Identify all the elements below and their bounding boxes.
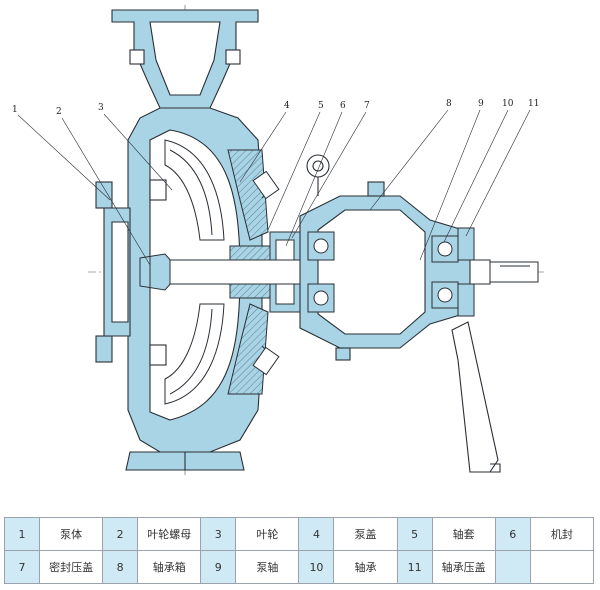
- pump-cross-section-drawing: 1 2 3 4 5 6 7 8 9 10 11: [12, 5, 545, 475]
- callout-3: 3: [98, 103, 104, 113]
- legend-part-number: 5: [396, 517, 433, 551]
- pump-cover: [227, 149, 269, 395]
- legend-part-name: 泵体: [39, 517, 104, 551]
- legend-part-name: 轴套: [431, 517, 496, 551]
- legend-part-number: 3: [200, 517, 237, 551]
- legend-part-number: 10: [298, 550, 335, 584]
- legend-row: 7 密封压盖 8 轴承箱 9 泵轴 10 轴承 11 轴承压盖: [3, 550, 595, 584]
- legend-part-number: 6: [494, 517, 531, 551]
- impeller: [164, 139, 225, 405]
- legend-part-number: 7: [3, 550, 41, 584]
- legend-empty-cell: [529, 550, 595, 584]
- legend-part-name: 泵轴: [235, 550, 300, 584]
- legend-part-number: 2: [102, 517, 139, 551]
- legend-empty-cell: [494, 550, 531, 584]
- lifting-eye: [306, 154, 330, 196]
- leader-lines: [17, 109, 531, 266]
- legend-row: 1 泵体 2 叶轮螺母 3 叶轮 4 泵盖 5 轴套 6 机封: [3, 517, 595, 551]
- bearing-cover: [457, 227, 475, 317]
- legend-part-number: 8: [102, 550, 139, 584]
- callout-4: 4: [284, 101, 290, 111]
- legend-part-name: 轴承箱: [137, 550, 202, 584]
- callout-9: 9: [478, 99, 484, 109]
- legend-part-name: 叶轮螺母: [137, 517, 202, 551]
- callout-10: 10: [502, 99, 514, 109]
- callout-6: 6: [340, 101, 346, 111]
- callout-2: 2: [56, 107, 62, 117]
- legend-part-name: 密封压盖: [39, 550, 104, 584]
- callout-5: 5: [318, 101, 324, 111]
- legend-part-name: 轴承: [333, 550, 398, 584]
- legend-part-number: 4: [298, 517, 335, 551]
- legend-part-name: 轴承压盖: [431, 550, 496, 584]
- legend-part-name: 泵盖: [333, 517, 398, 551]
- bearings: [307, 231, 459, 313]
- bearing-housing: [299, 181, 471, 361]
- callout-7: 7: [364, 101, 370, 111]
- legend-part-name: 机封: [529, 517, 595, 551]
- support-bracket: [451, 321, 501, 473]
- legend-part-number: 9: [200, 550, 237, 584]
- impeller-nut: [139, 253, 173, 291]
- inlet-flange: [95, 181, 131, 363]
- legend-part-name: 叶轮: [235, 517, 300, 551]
- suction-nozzle: [111, 9, 259, 109]
- pump-foot: [125, 451, 245, 471]
- legend-part-number: 11: [396, 550, 433, 584]
- callout-8: 8: [446, 99, 452, 109]
- parts-legend-table: 1 泵体 2 叶轮螺母 3 叶轮 4 泵盖 5 轴套 6 机封 7 密封压盖 8…: [3, 517, 595, 584]
- callout-1: 1: [12, 105, 18, 115]
- callout-labels: 1 2 3 4 5 6 7 8 9 10 11: [12, 99, 539, 117]
- legend-part-number: 1: [3, 517, 41, 551]
- callout-11: 11: [528, 99, 539, 109]
